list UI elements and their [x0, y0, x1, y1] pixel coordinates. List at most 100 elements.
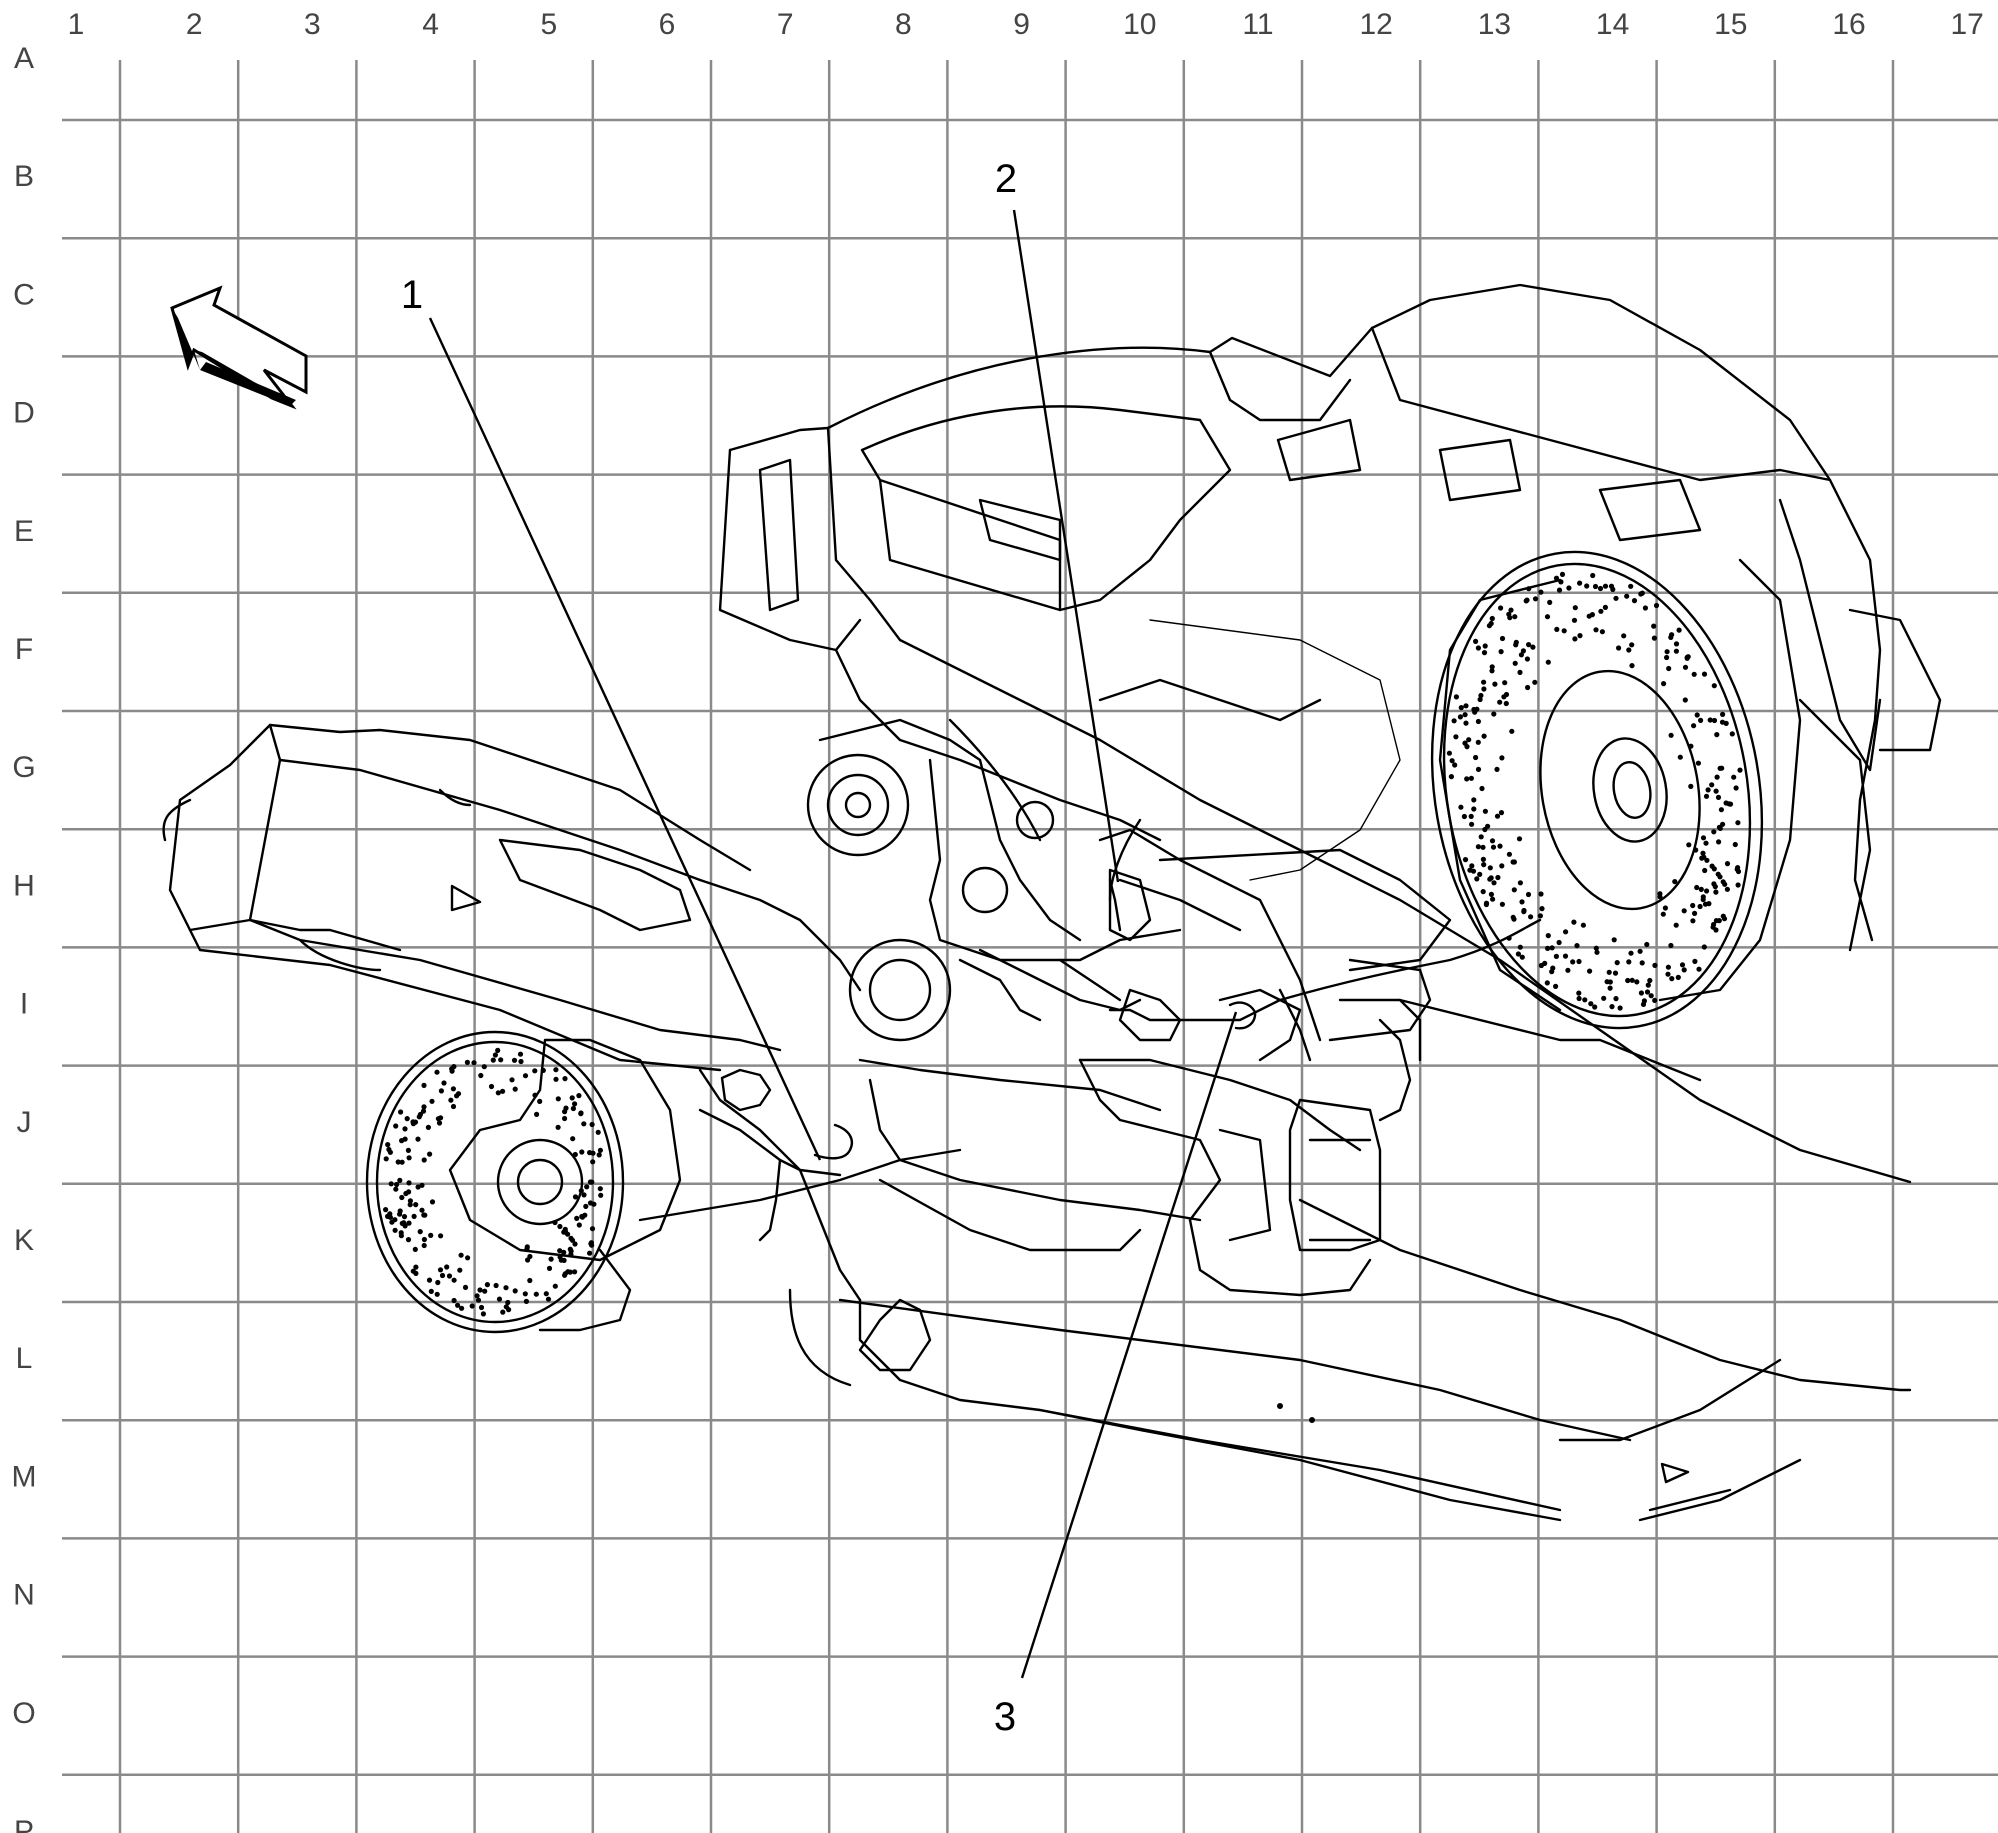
rotor-drill-hole	[576, 1093, 582, 1099]
grid-row-label: O	[12, 1697, 35, 1730]
rotor-drill-hole	[1458, 804, 1464, 810]
rotor-drill-hole	[1468, 775, 1474, 781]
rotor-drill-hole	[1556, 939, 1562, 946]
rotor-drill-hole	[1481, 862, 1487, 868]
rotor-drill-hole	[458, 1252, 464, 1258]
grid-column-label: 2	[186, 8, 203, 41]
rotor-drill-hole	[1732, 841, 1738, 848]
rotor-drill-hole	[1474, 876, 1480, 882]
rotor-drill-hole	[405, 1237, 412, 1243]
rotor-drill-hole	[1676, 627, 1682, 633]
rotor-drill-hole	[1487, 865, 1493, 871]
rotor-drill-hole	[1705, 787, 1711, 793]
rotor-drill-hole	[1553, 983, 1559, 990]
rotor-drill-hole	[1668, 732, 1674, 738]
rotor-drill-hole	[1471, 706, 1477, 713]
rotor-drill-hole	[1448, 774, 1454, 780]
rotor-drill-hole	[1532, 596, 1539, 602]
rotor-drill-hole	[1711, 921, 1717, 928]
callout-label-2: 2	[995, 157, 1017, 201]
rotor-drill-hole	[1675, 974, 1681, 981]
rotor-drill-hole	[1482, 808, 1488, 814]
rotor-drill-hole	[1471, 806, 1477, 812]
grid-row-label: L	[16, 1342, 33, 1375]
rotor-drill-hole	[1498, 649, 1504, 655]
rotor-drill-hole	[534, 1111, 540, 1117]
rotor-drill-hole	[1665, 971, 1671, 977]
rotor-drill-hole	[1463, 720, 1469, 726]
rotor-drill-hole	[1682, 697, 1688, 703]
rotor-drill-hole	[1544, 980, 1550, 986]
rotor-drill-hole	[496, 1296, 503, 1302]
rotor-drill-hole	[421, 1157, 427, 1163]
grid-row-label: A	[14, 42, 34, 75]
rotor-drill-hole	[455, 1091, 462, 1097]
rotor-drill-hole	[405, 1147, 411, 1153]
rotor-drill-hole	[1480, 856, 1486, 863]
rotor-drill-hole	[1506, 611, 1512, 617]
rotor-drill-hole	[1588, 1001, 1594, 1007]
rotor-drill-hole	[1512, 660, 1518, 666]
rotor-drill-hole	[1608, 583, 1615, 589]
rotor-drill-hole	[533, 1291, 539, 1297]
rotor-drill-hole	[415, 1136, 421, 1142]
rotor-drill-hole	[1629, 642, 1635, 648]
rotor-drill-hole	[1528, 914, 1534, 920]
rotor-drill-hole	[1673, 922, 1679, 928]
rotor-drill-hole	[509, 1077, 515, 1083]
rotor-drill-hole	[1572, 605, 1578, 611]
rotor-drill-hole	[1526, 642, 1532, 648]
rotor-drill-hole	[578, 1110, 584, 1116]
rotor-drill-hole	[524, 1246, 530, 1252]
grid-column-label: 13	[1478, 8, 1511, 41]
rotor-drill-hole	[1563, 929, 1569, 935]
rotor-drill-hole	[1673, 648, 1679, 654]
rotor-drill-hole	[570, 1136, 576, 1142]
rotor-drill-hole	[1640, 1001, 1647, 1008]
rotor-drill-hole	[419, 1182, 425, 1188]
rotor-drill-hole	[1571, 919, 1577, 925]
rotor-drill-hole	[1669, 976, 1675, 982]
rotor-drill-hole	[481, 1064, 487, 1070]
rotor-drill-hole	[436, 1120, 443, 1126]
rotor-drill-hole	[1481, 679, 1487, 685]
rotor-drill-hole	[1716, 839, 1722, 845]
rotor-drill-hole	[1494, 766, 1500, 773]
rotor-drill-hole	[1525, 891, 1532, 898]
rotor-drill-hole	[1709, 782, 1715, 788]
rotor-drill-hole	[557, 1254, 563, 1260]
rotor-drill-hole	[587, 1179, 594, 1185]
rotor-drill-hole	[1482, 826, 1488, 833]
rotor-drill-hole	[421, 1236, 427, 1243]
rotor-drill-hole	[1576, 990, 1582, 996]
rotor-drill-hole	[574, 1215, 580, 1221]
rotor-drill-hole	[478, 1304, 485, 1311]
rotor-drill-hole	[1471, 797, 1477, 803]
rotor-drill-hole	[1512, 614, 1518, 620]
rotor-drill-hole	[471, 1060, 477, 1066]
rotor-drill-hole	[1666, 665, 1672, 672]
rotor-drill-hole	[420, 1108, 427, 1114]
callout-1-leader	[428, 317, 822, 1161]
rotor-drill-hole	[1634, 979, 1640, 985]
rotor-drill-hole	[1545, 659, 1551, 665]
rotor-drill-hole	[1491, 711, 1497, 717]
rotor-drill-hole	[1597, 585, 1604, 592]
rotor-drill-hole	[1509, 728, 1515, 734]
rotor-drill-hole	[1490, 896, 1496, 902]
grid-column-label: 6	[659, 8, 676, 41]
rotor-drill-hole	[1616, 645, 1622, 651]
rotor-drill-hole	[383, 1207, 389, 1213]
rotor-drill-hole	[1662, 905, 1668, 911]
rotor-drill-hole	[1489, 615, 1495, 622]
rotor-drill-hole	[1711, 717, 1718, 724]
grid-row-label: C	[13, 278, 35, 311]
rotor-drill-hole	[421, 1082, 427, 1088]
rotor-drill-hole	[1704, 888, 1710, 894]
rotor-drill-hole	[1693, 847, 1699, 853]
rotor-drill-hole	[1722, 881, 1728, 887]
rotor-drill-hole	[1688, 743, 1694, 749]
rotor-drill-hole	[1503, 700, 1509, 707]
rotor-drill-hole	[1515, 951, 1521, 957]
